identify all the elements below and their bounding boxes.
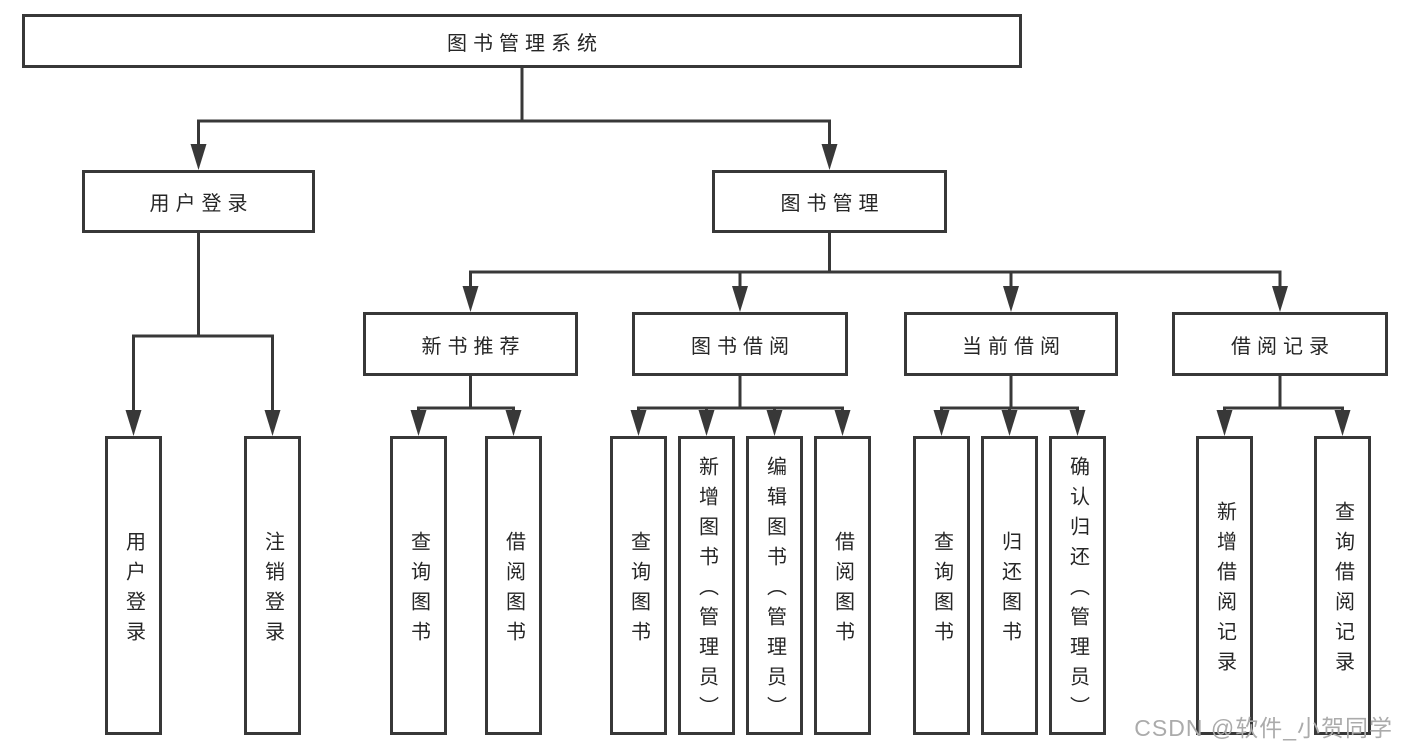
node-library-management-system: 图书管理系统 (22, 14, 1022, 68)
node-query-books-recommend: 查询图书 (390, 436, 447, 735)
node-borrow-books: 借阅图书 (814, 436, 871, 735)
arrowheads (125, 144, 1351, 436)
node-user-login: 用户登录 (82, 170, 315, 233)
node-add-books-admin: 新增图书（管理员） (678, 436, 735, 735)
node-borrowing-records: 借阅记录 (1172, 312, 1388, 376)
watermark: CSDN @软件_小贺同学 (1134, 715, 1393, 741)
node-new-book-recommendation: 新书推荐 (363, 312, 578, 376)
node-confirm-return-admin: 确认归还（管理员） (1049, 436, 1106, 735)
node-add-borrow-record: 新增借阅记录 (1196, 436, 1253, 735)
node-query-books-borrowing: 查询图书 (610, 436, 667, 735)
node-borrow-books-recommend: 借阅图书 (485, 436, 542, 735)
node-query-borrow-record: 查询借阅记录 (1314, 436, 1371, 735)
node-edit-books-admin: 编辑图书（管理员） (746, 436, 803, 735)
node-book-management: 图书管理 (712, 170, 947, 233)
node-book-borrowing: 图书借阅 (632, 312, 848, 376)
node-user-login-action: 用户登录 (105, 436, 162, 735)
node-logout: 注销登录 (244, 436, 301, 735)
node-current-borrowing: 当前借阅 (904, 312, 1118, 376)
node-return-books: 归还图书 (981, 436, 1038, 735)
node-query-books-current: 查询图书 (913, 436, 970, 735)
